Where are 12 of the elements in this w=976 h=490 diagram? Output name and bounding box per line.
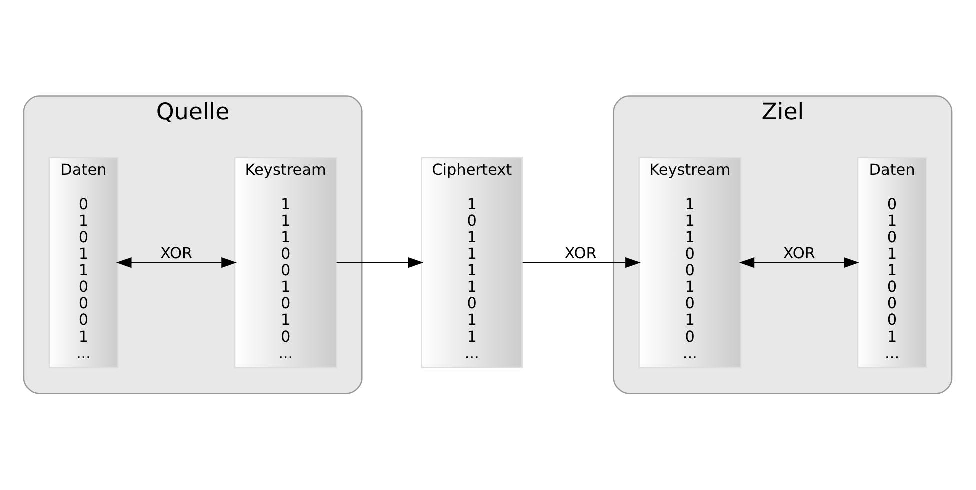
node-box: Daten 0 1 0 1 1 0 0 0 1 ... bbox=[48, 157, 119, 368]
edge-label: XOR bbox=[564, 244, 597, 262]
edge-label: XOR bbox=[160, 244, 193, 262]
arrow bbox=[336, 257, 424, 268]
node-box: Daten 0 1 0 1 1 0 0 0 1 ... bbox=[857, 157, 928, 368]
node-box: Keystream 1 1 1 0 0 1 0 1 0 ... bbox=[234, 157, 338, 368]
arrow bbox=[739, 257, 860, 268]
arrow bbox=[116, 257, 237, 268]
node-box: Keystream 1 1 1 0 0 1 0 1 0 ... bbox=[638, 157, 742, 368]
node-box: Ciphertext 1 0 1 1 1 1 0 1 1 ... bbox=[421, 157, 523, 368]
arrow bbox=[522, 257, 641, 268]
edge-label: XOR bbox=[783, 244, 816, 262]
